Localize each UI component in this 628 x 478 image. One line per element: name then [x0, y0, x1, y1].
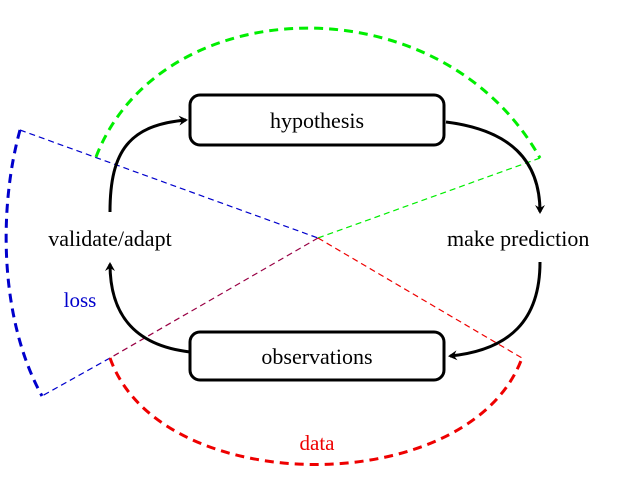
arrow-observations-to-validate [105, 262, 191, 354]
green-sector-arc [94, 26, 542, 159]
hypothesis-box [188, 93, 446, 147]
red-sector-arc [108, 357, 524, 466]
hypothesis-label: hypothesis [270, 108, 364, 133]
make-prediction-label: make prediction [447, 226, 589, 251]
arrow-validate-to-hypothesis [108, 115, 188, 213]
blue-sector-arc [4, 129, 44, 397]
observations-box [188, 330, 446, 382]
observations-label: observations [261, 344, 372, 369]
loss-label: loss [64, 288, 97, 312]
validate-adapt-label: validate/adapt [48, 226, 171, 251]
blue-sector-line-lower [41, 357, 111, 397]
data-label: data [300, 431, 336, 455]
arrow-hypothesis-to-prediction [445, 120, 545, 214]
arrow-prediction-to-observations [448, 261, 542, 361]
blue-sector-line-upper [19, 129, 319, 239]
